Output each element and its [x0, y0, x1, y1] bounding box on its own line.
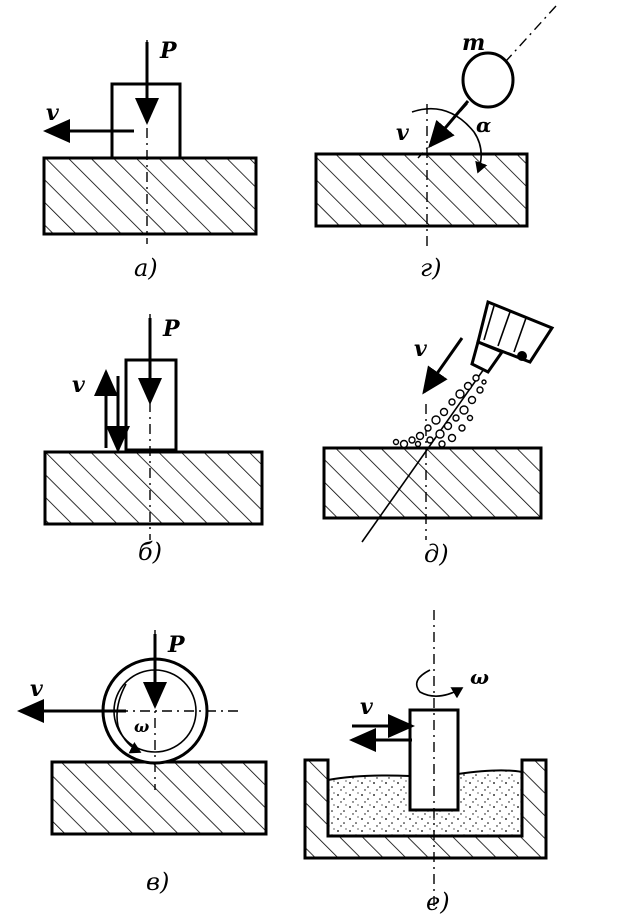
base-block — [42, 156, 258, 236]
panel-a: P v а) — [42, 38, 258, 282]
caption-v: в) — [146, 868, 169, 896]
angle-arc — [411, 108, 488, 174]
panel-e: v ω е) — [303, 610, 548, 916]
caption-e: е) — [426, 888, 450, 916]
force-label: P — [159, 38, 178, 64]
caption-a: а) — [134, 254, 158, 282]
rotation-arc — [415, 669, 464, 699]
mass-label: m — [462, 30, 485, 56]
velocity-label: v — [46, 100, 59, 126]
velocity-arrow — [422, 337, 464, 395]
force-label: P — [162, 316, 181, 342]
panel-b: P v б) — [43, 314, 264, 566]
velocity-label: v — [72, 372, 85, 398]
rotation-arc — [116, 683, 142, 754]
panel-g: m v α г) — [314, 5, 557, 282]
mass-ball — [461, 51, 515, 109]
angular-label: ω — [134, 717, 149, 736]
angular-label: ω — [470, 665, 489, 689]
velocity-label: v — [414, 336, 427, 362]
velocity-label: v — [396, 120, 409, 146]
caption-g: г) — [420, 254, 442, 282]
caption-b: б) — [138, 538, 162, 566]
panel-v: P v ω в) — [16, 630, 268, 896]
velocity-label: v — [360, 694, 373, 720]
base-block — [50, 760, 268, 836]
base-block — [43, 450, 264, 526]
angle-label: α — [476, 113, 491, 137]
velocity-label: v — [30, 676, 43, 702]
nozzle — [470, 299, 555, 374]
base-block — [314, 152, 529, 228]
abrasive-particles — [392, 374, 487, 449]
panel-d: v д) — [322, 299, 555, 568]
force-label: P — [167, 632, 186, 658]
base-block — [322, 446, 543, 520]
impact-arrow — [428, 100, 470, 149]
caption-d: д) — [424, 540, 449, 568]
